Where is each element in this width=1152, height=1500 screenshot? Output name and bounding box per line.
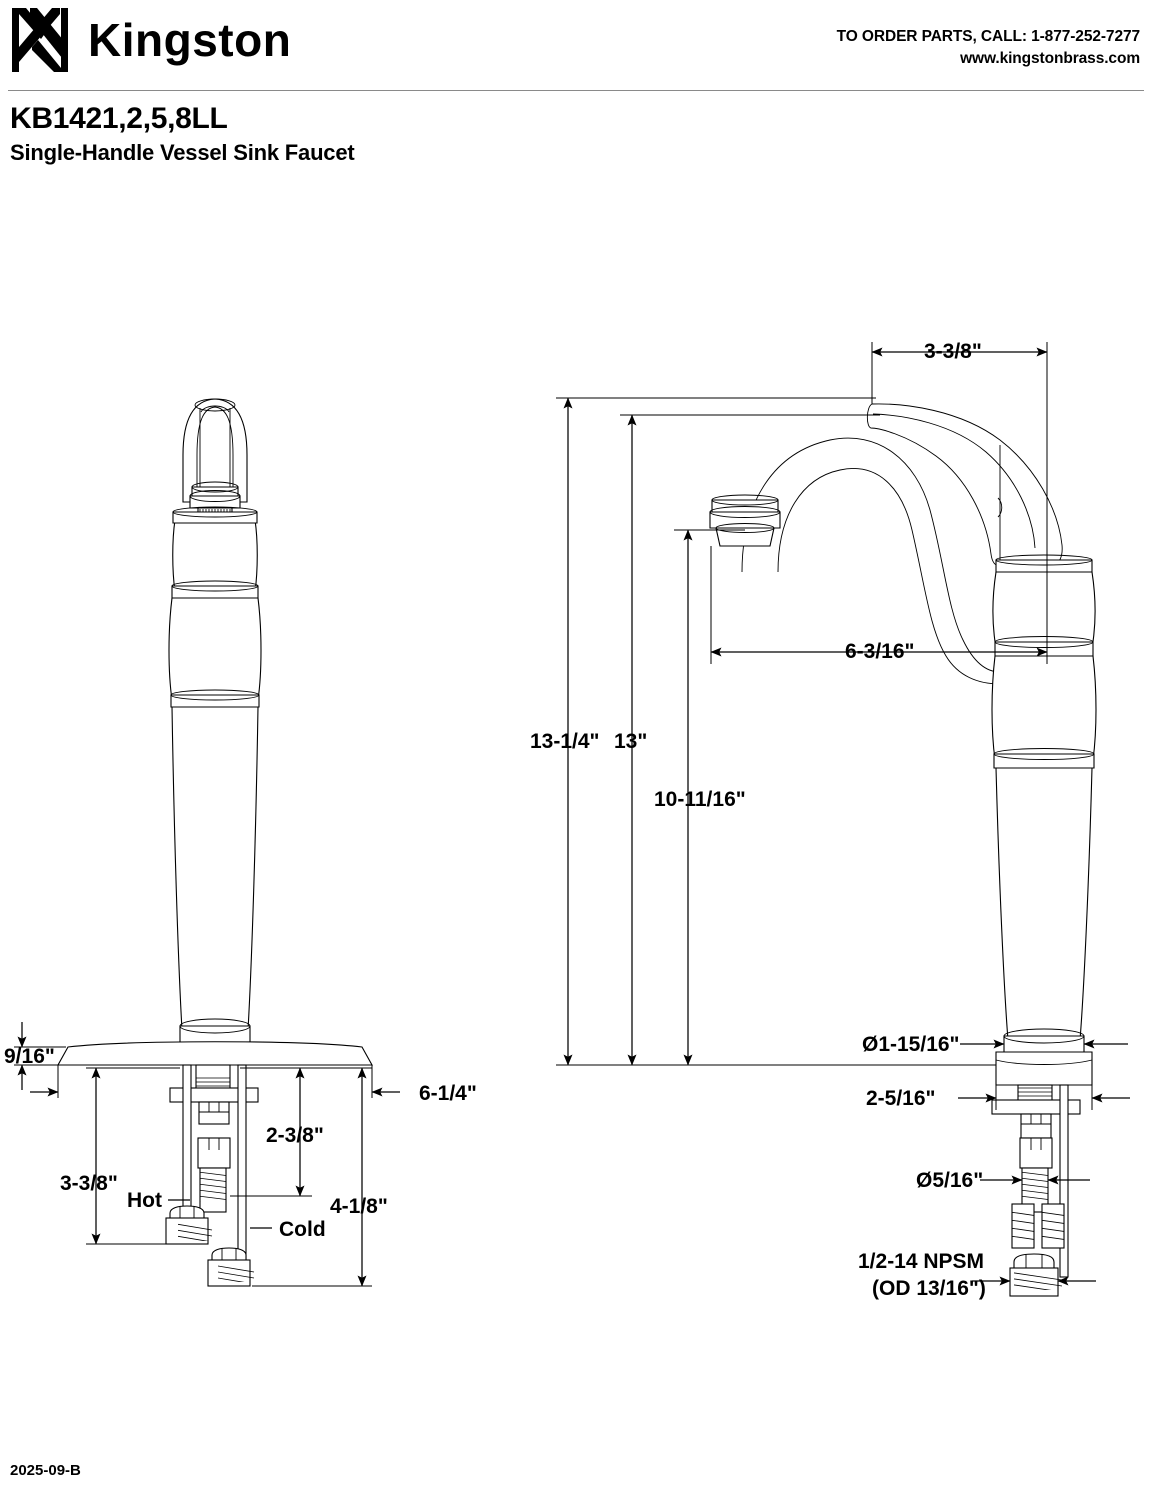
page-header: Kingston TO ORDER PARTS, CALL: 1-877-252… bbox=[0, 0, 1152, 86]
side-view-mounting-hardware bbox=[991, 1084, 1081, 1297]
dim-deck-thickness: 9/16" bbox=[4, 1045, 55, 1068]
brand-logo: Kingston bbox=[10, 6, 291, 74]
dim-mounting-nut-depth: 2-3/8" bbox=[266, 1124, 324, 1147]
side-view-dimensions: 3-3/8" 6-3/16" 13-1/4" 13" 10-11/16" Ø1-… bbox=[530, 340, 1130, 1300]
dim-handle-height: 13" bbox=[614, 730, 647, 753]
front-view-faucet-body bbox=[57, 398, 373, 1066]
dim-shank-diameter: Ø5/16" bbox=[916, 1169, 983, 1192]
revision-date: 2025-09-B bbox=[10, 1462, 81, 1479]
dim-handle-reach: 3-3/8" bbox=[924, 340, 982, 363]
website-line[interactable]: www.kingstonbrass.com bbox=[960, 50, 1140, 68]
dim-spout-height: 10-11/16" bbox=[654, 788, 746, 811]
dim-shank-length: 3-3/8" bbox=[60, 1172, 118, 1195]
dim-deck-plate-width: 6-1/4" bbox=[419, 1082, 477, 1105]
front-view-mounting-hardware bbox=[165, 1064, 259, 1287]
front-view-dimensions: 9/16" 3-3/8" 2-3/8" 4-1/8" 6-1/4" bbox=[4, 1022, 477, 1287]
kingston-brass-monogram-icon bbox=[12, 8, 68, 72]
side-view-faucet-body bbox=[709, 403, 1097, 1086]
order-phone-line: TO ORDER PARTS, CALL: 1-877-252-7277 bbox=[836, 28, 1140, 45]
contact-info: TO ORDER PARTS, CALL: 1-877-252-7277 www… bbox=[837, 26, 1140, 71]
callout-supply-thread-line1: 1/2-14 NPSM bbox=[858, 1250, 984, 1273]
callout-cold: Cold bbox=[279, 1218, 326, 1241]
title-block: KB1421,2,5,8LL Single-Handle Vessel Sink… bbox=[10, 102, 355, 167]
header-divider bbox=[8, 90, 1144, 91]
brand-wordmark: Kingston bbox=[88, 14, 292, 66]
dim-overall-below-deck: 4-1/8" bbox=[330, 1195, 388, 1218]
dim-base-diameter: Ø1-15/16" bbox=[862, 1033, 960, 1056]
callout-supply-thread-line2: (OD 13/16") bbox=[872, 1277, 986, 1300]
model-number: KB1421,2,5,8LL bbox=[10, 102, 228, 135]
callout-hot: Hot bbox=[127, 1189, 162, 1212]
product-name: Single-Handle Vessel Sink Faucet bbox=[10, 140, 355, 165]
dim-escutcheon-width: 2-5/16" bbox=[866, 1087, 936, 1110]
dim-overall-height: 13-1/4" bbox=[530, 730, 600, 753]
dim-spout-reach: 6-3/16" bbox=[845, 640, 915, 663]
